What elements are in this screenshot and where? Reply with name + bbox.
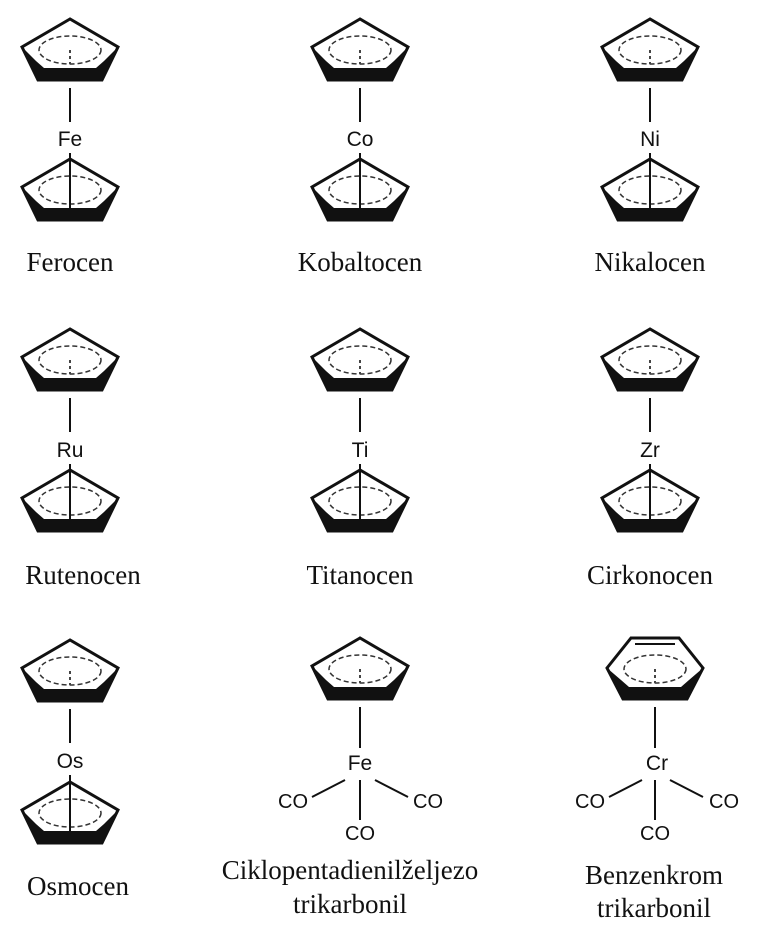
cp-ring-upper: [20, 638, 120, 703]
compound-name: Rutenocen: [25, 560, 141, 590]
co-ligand-left: CO: [575, 791, 605, 813]
benzene-ring: [605, 636, 705, 701]
compound-name: Nikalocen: [595, 247, 706, 277]
co-ligand-right: CO: [709, 791, 739, 813]
co-ligand-left: CO: [278, 791, 308, 813]
compound-name-line1: Benzenkrom: [585, 860, 723, 890]
metal-label: Fe: [58, 128, 83, 151]
ferrocene-structure: Fe Ferocen: [20, 17, 120, 277]
cp-ring-upper: [310, 327, 410, 392]
compound-name: Ferocen: [27, 247, 114, 277]
nickelocene-structure: Ni Nikalocen: [595, 17, 706, 277]
co-ligand-right: CO: [413, 791, 443, 813]
cyclopentadienyl-iron-tricarbonyl-structure: Fe CO CO CO Ciklopentadienilželjezo trik…: [222, 636, 478, 919]
compound-name-line2: trikarbonil: [597, 893, 711, 923]
osmocene-structure: Os Osmocen: [20, 638, 129, 901]
titanocene-structure: Ti Titanocen: [307, 327, 414, 590]
metal-label: Cr: [646, 752, 668, 775]
metal-label: Fe: [348, 752, 373, 775]
cobaltocene-structure: Co Kobaltocen: [298, 17, 423, 277]
metal-label: Co: [347, 128, 374, 151]
metal-label: Ti: [352, 439, 369, 462]
benzene-chromium-tricarbonyl-structure: Cr CO CO CO Benzenkrom trikarbonil: [575, 636, 739, 923]
co-ligand-bottom: CO: [640, 823, 670, 845]
cp-ring-upper: [600, 17, 700, 82]
cp-ring-upper: [600, 327, 700, 392]
metal-label: Os: [57, 750, 84, 773]
compound-name: Osmocen: [27, 871, 129, 901]
cp-ring-upper: [20, 17, 120, 82]
compound-name: Cirkonocen: [587, 560, 713, 590]
cp-ring: [310, 636, 410, 701]
compound-name: Titanocen: [307, 560, 414, 590]
compound-name-line1: Ciklopentadienilželjezo: [222, 855, 478, 885]
compound-name-line2: trikarbonil: [293, 889, 407, 919]
metal-label: Zr: [640, 439, 660, 462]
metal-label: Ru: [57, 439, 84, 462]
cp-ring-upper: [310, 17, 410, 82]
compound-name: Kobaltocen: [298, 247, 423, 277]
metal-label: Ni: [640, 128, 660, 151]
cp-ring-upper: [20, 327, 120, 392]
co-ligand-bottom: CO: [345, 823, 375, 845]
zirconocene-structure: Zr Cirkonocen: [587, 327, 713, 590]
ruthenocene-structure: Ru Rutenocen: [20, 327, 141, 590]
